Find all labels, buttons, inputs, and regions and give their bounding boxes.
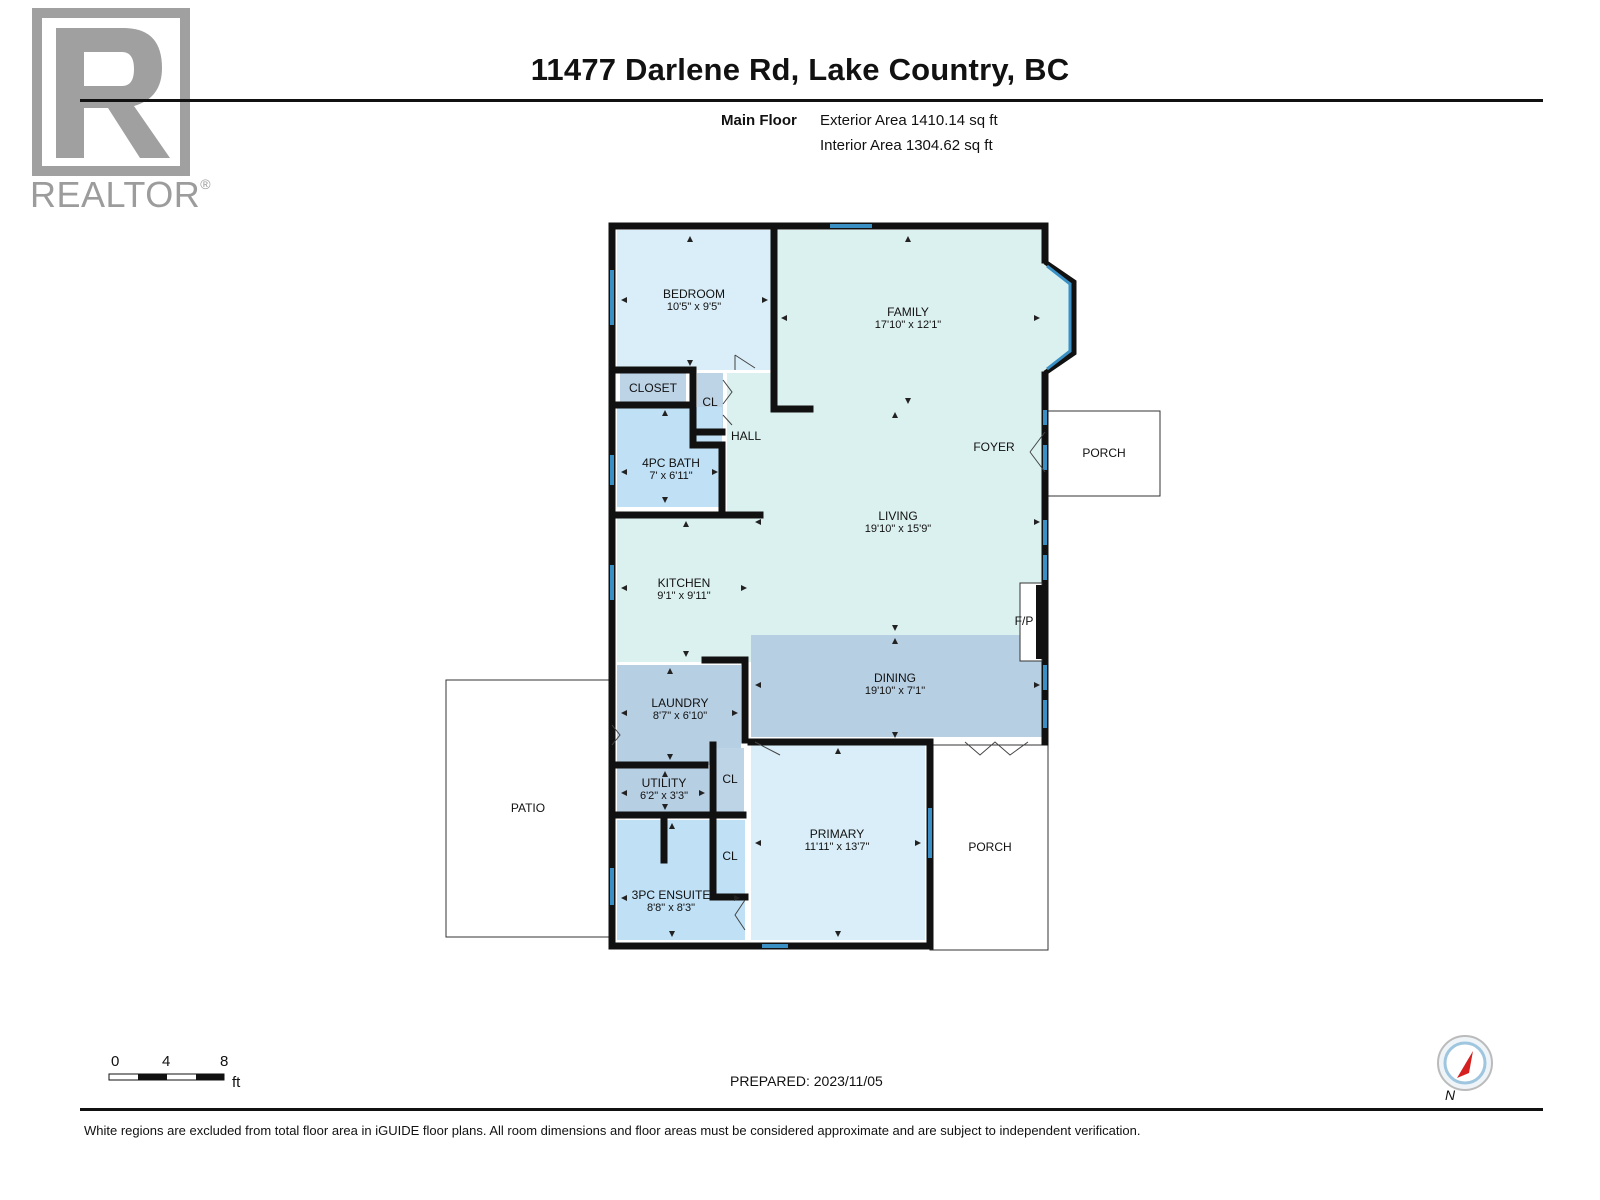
cl-hall-label: CL	[702, 395, 718, 409]
utility-dim: 6'2" x 3'3"	[640, 790, 688, 802]
footer-disclaimer: White regions are excluded from total fl…	[84, 1123, 1141, 1138]
scale-unit: ft	[232, 1074, 241, 1091]
interior-area: Interior Area 1304.62 sq ft	[820, 137, 993, 154]
utility-label: UTILITY	[642, 776, 687, 790]
dimension-arrows	[621, 236, 1040, 937]
bath-fill	[617, 407, 722, 507]
dining-fill	[751, 635, 1044, 737]
cl-ensuite-label: CL	[722, 849, 738, 863]
family-dim: 17'10" x 12'1"	[875, 319, 942, 331]
porch-east-label: PORCH	[1082, 446, 1125, 460]
kitchen-fill	[617, 517, 751, 662]
bedroom-label: BEDROOM	[663, 287, 725, 301]
cl-utility-label: CL	[722, 772, 738, 786]
living-dim: 19'10" x 15'9"	[865, 523, 932, 535]
living-label: LIVING	[878, 509, 917, 523]
hall-label: HALL	[731, 429, 761, 443]
footer-rule	[80, 1108, 1543, 1111]
north-compass-icon: N	[1435, 1033, 1495, 1103]
realtor-logo-text: REALTOR®	[30, 174, 212, 215]
scale-bar: 0 4 8 ft	[108, 1053, 258, 1093]
dining-label: DINING	[874, 671, 916, 685]
kitchen-label: KITCHEN	[658, 576, 711, 590]
bath-label: 4PC BATH	[642, 456, 700, 470]
scale-graphic	[108, 1073, 225, 1081]
exterior-area: Exterior Area 1410.14 sq ft	[820, 112, 998, 129]
family-label: FAMILY	[887, 305, 929, 319]
bath-dim: 7' x 6'11"	[649, 470, 692, 482]
ensuite-dim: 8'8" x 8'3"	[647, 902, 695, 914]
cl-utility-fill	[715, 748, 744, 813]
laundry-dim: 8'7" x 6'10"	[653, 710, 707, 722]
page-title: 11477 Darlene Rd, Lake Country, BC	[530, 52, 1070, 87]
windows	[610, 224, 1047, 948]
primary-fill	[751, 745, 925, 940]
dining-dim: 19'10" x 7'1"	[865, 685, 925, 697]
compass-north-label: N	[1445, 1087, 1456, 1103]
scale-tick-8: 8	[220, 1053, 229, 1070]
porch-east-area	[1047, 410, 1161, 497]
laundry-label: LAUNDRY	[651, 696, 708, 710]
bedroom-dim: 10'5" x 9'5"	[667, 301, 721, 313]
ensuite-fill	[617, 820, 745, 940]
fireplace-label: F/P	[1015, 614, 1034, 628]
door-swings	[611, 354, 1046, 931]
closet-fill	[620, 373, 686, 402]
foyer-label: FOYER	[973, 440, 1015, 454]
fireplace-box	[1036, 585, 1044, 659]
scale-tick-4: 4	[162, 1053, 171, 1070]
bay-window	[1046, 264, 1072, 371]
porch-south-label: PORCH	[968, 840, 1011, 854]
patio-label: PATIO	[511, 801, 545, 815]
prepared-date: PREPARED: 2023/11/05	[730, 1073, 883, 1089]
primary-label: PRIMARY	[810, 827, 864, 841]
kitchen-dim: 9'1" x 9'11"	[657, 590, 710, 602]
patio-area	[445, 679, 613, 938]
realtor-r-logo-icon	[32, 8, 192, 176]
primary-dim: 11'11" x 13'7"	[805, 841, 870, 853]
scale-tick-0: 0	[111, 1053, 120, 1070]
bedroom-fill	[617, 230, 772, 370]
living-fill	[727, 373, 1045, 635]
bay-wall	[1043, 259, 1077, 376]
closet-label: CLOSET	[629, 381, 678, 395]
family-bay-fill	[1044, 260, 1074, 375]
header-rule	[80, 99, 1543, 102]
floor-label: Main Floor	[721, 112, 797, 129]
ensuite-label: 3PC ENSUITE	[632, 888, 711, 902]
